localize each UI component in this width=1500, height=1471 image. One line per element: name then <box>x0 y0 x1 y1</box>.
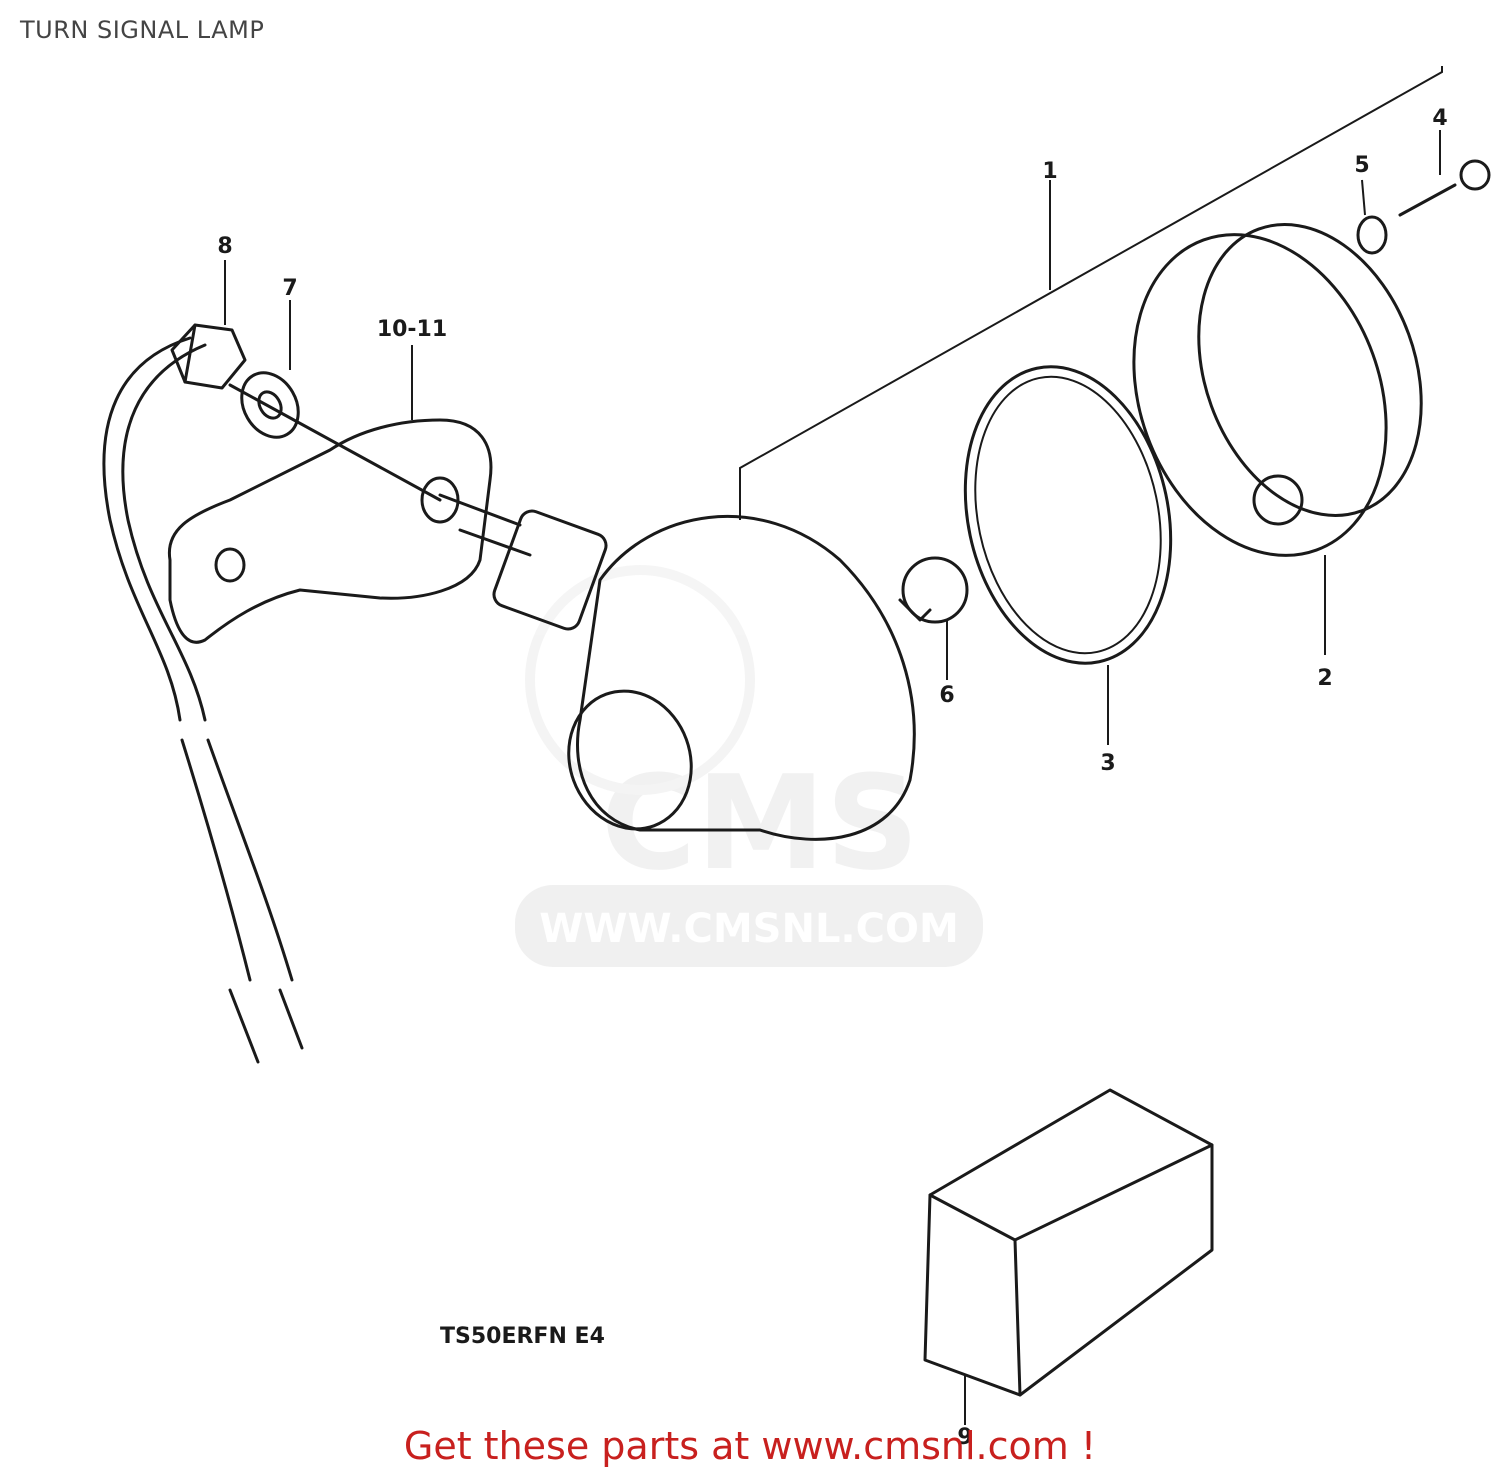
screw-4 <box>1398 159 1491 217</box>
bulb-6 <box>898 556 969 624</box>
bracket-hole <box>420 476 460 524</box>
callout-8: 8 <box>217 234 232 259</box>
callout-labels: 1 2 3 4 5 6 7 8 10-11 9 <box>217 106 1447 1450</box>
lens-2 <box>1132 223 1423 557</box>
callout-9: 9 <box>957 1425 972 1450</box>
model-code: TS50ERFN E4 <box>440 1324 605 1349</box>
callout-10-11: 10-11 <box>377 317 447 342</box>
mounting-bracket-10-11 <box>167 418 493 644</box>
threaded-stem <box>228 383 442 502</box>
watermark: WWW.CMSNL.COM CMS <box>515 565 983 967</box>
flasher-relay-9 <box>923 1088 1214 1397</box>
callout-7: 7 <box>282 276 297 301</box>
callout-4: 4 <box>1432 106 1447 131</box>
callout-1: 1 <box>1042 159 1057 184</box>
watermark-url: WWW.CMSNL.COM <box>539 906 959 952</box>
gasket-3 <box>963 365 1173 665</box>
page-title: TURN SIGNAL LAMP <box>20 16 265 44</box>
callout-leaders <box>224 130 1441 1425</box>
watermark-logo-text: CMS <box>601 747 919 899</box>
wire-harness <box>102 336 304 1064</box>
washer-7 <box>240 371 300 439</box>
leader-line-1 <box>739 66 1443 520</box>
watermark-url-badge <box>515 885 983 967</box>
washer-5 <box>1356 215 1388 255</box>
bracket-hole <box>214 547 246 583</box>
callout-6: 6 <box>939 683 954 708</box>
callout-2: 2 <box>1317 666 1332 691</box>
callout-3: 3 <box>1100 751 1115 776</box>
watermark-mascot <box>525 565 755 795</box>
lamp-housing-1 <box>438 493 916 841</box>
footer-cta-link[interactable]: Get these parts at www.cmsnl.com ! <box>403 1424 1097 1468</box>
nut-8 <box>170 323 247 390</box>
callout-5: 5 <box>1354 153 1369 178</box>
